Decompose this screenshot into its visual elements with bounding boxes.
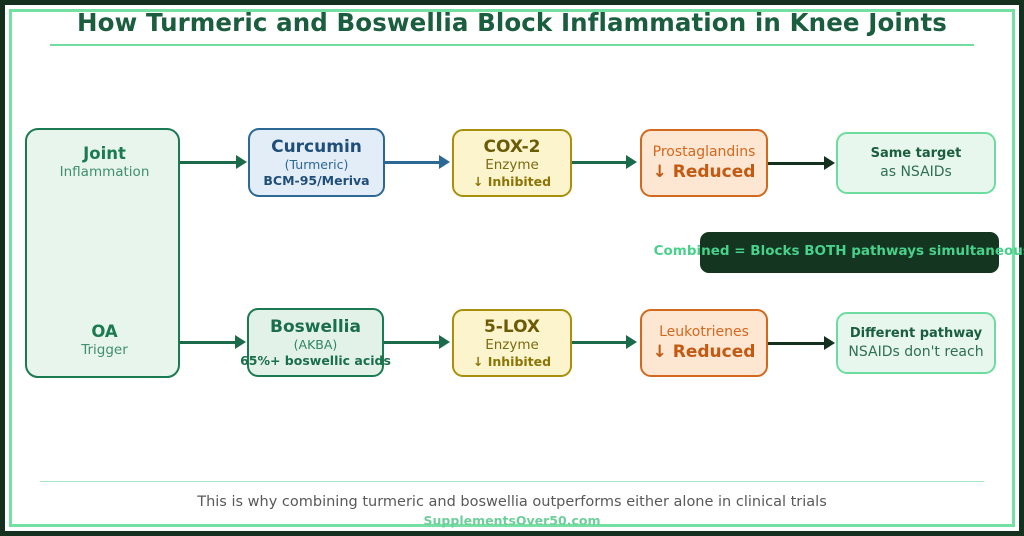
connector-cox2-to-prostaglandins xyxy=(572,161,628,164)
cox2-status: ↓ Inhibited xyxy=(472,173,552,189)
footer-brand: SupplementsOver50.com xyxy=(423,513,601,528)
source-joint-sublabel: Inflammation xyxy=(59,164,150,181)
source-joint-oa-box: Joint Inflammation OA Trigger xyxy=(25,128,180,378)
connector-5lox-to-leukotrienes xyxy=(572,341,628,344)
connector-boswellia-to-5lox xyxy=(384,341,441,344)
source-joint-label: Joint xyxy=(83,144,126,163)
boswellia-name: Boswellia xyxy=(270,316,361,337)
boswellia-form: 65%+ boswellic acids xyxy=(240,352,391,368)
footer-note: This is why combining turmeric and boswe… xyxy=(197,494,827,510)
node-5lox: 5-LOX Enzyme ↓ Inhibited xyxy=(452,309,572,377)
node-outcome-different-pathway: Different pathway NSAIDs don't reach xyxy=(836,312,996,374)
arrowhead-leukotrienes-to-outcome xyxy=(824,336,835,350)
curcumin-source: (Turmeric) xyxy=(284,156,349,172)
combined-banner-box xyxy=(700,232,999,273)
connector-source-to-boswellia xyxy=(180,341,237,344)
node-outcome-same-target: Same target as NSAIDs xyxy=(836,132,996,194)
node-boswellia: Boswellia (AKBA) 65%+ boswellic acids xyxy=(240,308,391,377)
connector-leukotrienes-to-outcome xyxy=(768,342,826,345)
title-divider xyxy=(50,44,974,46)
node-leukotrienes: Leukotrienes ↓ Reduced xyxy=(640,309,768,377)
outcome-diff-line2: NSAIDs don't reach xyxy=(848,343,984,360)
arrowhead-boswellia-to-5lox xyxy=(439,335,450,349)
arrowhead-prostaglandins-to-outcome xyxy=(824,156,835,170)
node-curcumin: Curcumin (Turmeric) BCM-95/Meriva xyxy=(248,128,385,197)
arrowhead-cox2-to-prostaglandins xyxy=(626,155,637,169)
lox-type: Enzyme xyxy=(485,336,539,353)
boswellia-source: (AKBA) xyxy=(293,336,338,352)
cox2-type: Enzyme xyxy=(485,156,539,173)
source-bottom-slot: OA Trigger xyxy=(27,322,182,359)
source-oa-label: OA xyxy=(91,322,118,341)
connector-prostaglandins-to-outcome xyxy=(768,162,826,165)
lox-status: ↓ Inhibited xyxy=(472,353,552,369)
curcumin-form: BCM-95/Meriva xyxy=(263,172,370,188)
lox-name: 5-LOX xyxy=(483,316,541,337)
outcome-same-line2: as NSAIDs xyxy=(880,163,952,180)
outcome-diff-line1: Different pathway xyxy=(849,325,983,341)
connector-source-to-curcumin xyxy=(180,161,238,164)
curcumin-name: Curcumin xyxy=(271,136,362,157)
prostaglandins-name: Prostaglandins xyxy=(652,144,756,161)
source-oa-sublabel: Trigger xyxy=(81,342,128,359)
page-title: How Turmeric and Boswellia Block Inflamm… xyxy=(77,8,947,37)
arrowhead-source-to-curcumin xyxy=(236,155,247,169)
arrowhead-5lox-to-leukotrienes xyxy=(626,335,637,349)
connector-curcumin-to-cox2 xyxy=(385,161,441,164)
arrowhead-curcumin-to-cox2 xyxy=(439,155,450,169)
arrowhead-source-to-boswellia xyxy=(235,335,246,349)
leukotrienes-status: ↓ Reduced xyxy=(652,341,756,362)
outcome-same-line1: Same target xyxy=(870,145,962,161)
node-cox2: COX-2 Enzyme ↓ Inhibited xyxy=(452,129,572,197)
cox2-name: COX-2 xyxy=(483,136,541,157)
node-prostaglandins: Prostaglandins ↓ Reduced xyxy=(640,129,768,197)
prostaglandins-status: ↓ Reduced xyxy=(652,161,756,182)
source-top-slot: Joint Inflammation xyxy=(27,144,182,181)
footer-divider xyxy=(40,481,984,482)
leukotrienes-name: Leukotrienes xyxy=(659,324,749,341)
combined-banner-text: Combined = Blocks BOTH pathways simultan… xyxy=(653,243,1024,259)
